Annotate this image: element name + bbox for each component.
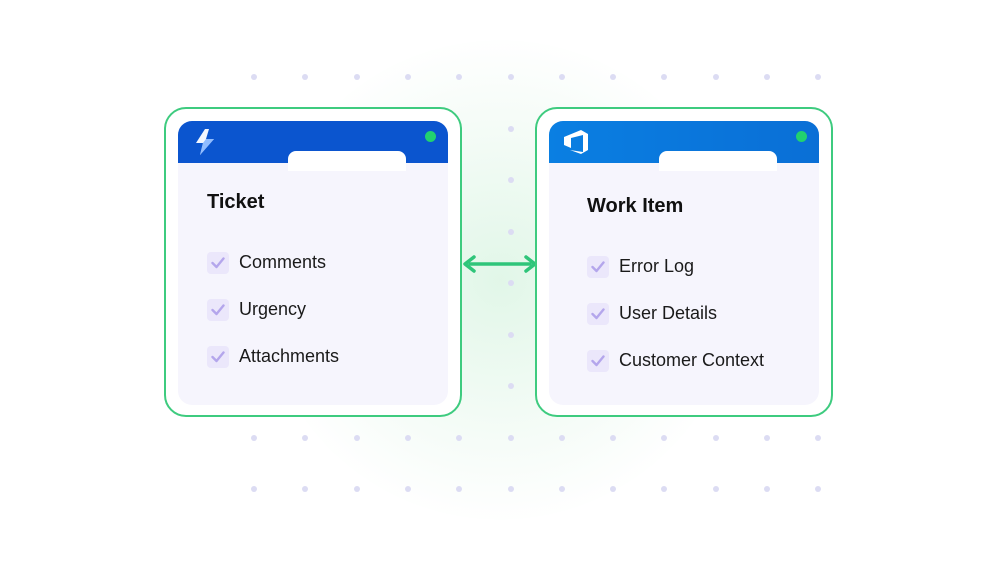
grid-dot	[713, 74, 719, 80]
list-item: Comments	[207, 239, 339, 286]
grid-dot	[354, 486, 360, 492]
list-item: Customer Context	[587, 337, 764, 384]
grid-dot	[302, 435, 308, 441]
grid-dot	[815, 486, 821, 492]
ticket-card: Ticket Comments Urgency Attachments	[164, 107, 462, 417]
checkbox-icon	[587, 302, 609, 325]
ticket-field-list: Comments Urgency Attachments	[207, 239, 339, 380]
grid-dot	[508, 435, 514, 441]
grid-dot	[661, 74, 667, 80]
status-dot	[425, 131, 436, 142]
grid-dot	[456, 74, 462, 80]
work-item-card: Work Item Error Log User Details Custome…	[535, 107, 833, 417]
list-item: Urgency	[207, 286, 339, 333]
grid-dot	[508, 74, 514, 80]
grid-dot	[764, 486, 770, 492]
grid-dot	[302, 486, 308, 492]
field-label-error-log: Error Log	[619, 256, 695, 276]
list-item: Attachments	[207, 333, 339, 380]
grid-dot	[405, 435, 411, 441]
grid-dot	[713, 486, 719, 492]
grid-dot	[661, 435, 667, 441]
grid-dot	[661, 486, 667, 492]
grid-dot	[815, 74, 821, 80]
header-tab	[659, 151, 777, 171]
grid-dot	[610, 486, 616, 492]
work-item-field-list: Error Log User Details Customer Context	[587, 243, 764, 384]
checkbox-icon	[587, 255, 609, 278]
field-label-attachments: Attachments	[239, 346, 340, 366]
grid-dot	[815, 435, 821, 441]
grid-dot	[559, 435, 565, 441]
ticket-card-body: Ticket Comments Urgency Attachments	[178, 121, 448, 405]
grid-dot	[559, 74, 565, 80]
list-item: User Details	[587, 290, 764, 337]
grid-dot	[508, 383, 514, 389]
header-tab	[288, 151, 406, 171]
grid-dot	[405, 486, 411, 492]
jira-icon	[196, 129, 214, 155]
grid-dot	[354, 435, 360, 441]
double-arrow-icon	[463, 255, 537, 273]
checkbox-icon	[207, 345, 229, 368]
checkbox-icon	[207, 298, 229, 321]
status-dot	[796, 131, 807, 142]
ticket-card-header	[178, 121, 448, 171]
field-label-customer-context: Customer Context	[619, 350, 765, 370]
grid-dot	[508, 126, 514, 132]
checkbox-icon	[207, 251, 229, 274]
grid-dot	[508, 280, 514, 286]
field-label-comments: Comments	[239, 252, 327, 272]
work-item-card-header	[549, 121, 819, 171]
grid-dot	[405, 74, 411, 80]
grid-dot	[610, 74, 616, 80]
work-item-card-body: Work Item Error Log User Details Custome…	[549, 121, 819, 405]
field-label-user-details: User Details	[619, 303, 718, 323]
grid-dot	[610, 435, 616, 441]
grid-dot	[559, 486, 565, 492]
grid-dot	[456, 435, 462, 441]
azure-devops-icon	[564, 130, 588, 154]
grid-dot	[713, 435, 719, 441]
grid-dot	[354, 74, 360, 80]
list-item: Error Log	[587, 243, 764, 290]
work-item-title: Work Item	[587, 195, 684, 217]
grid-dot	[764, 74, 770, 80]
ticket-title: Ticket	[207, 191, 265, 213]
grid-dot	[251, 74, 257, 80]
grid-dot	[456, 486, 462, 492]
grid-dot	[764, 435, 770, 441]
grid-dot	[508, 332, 514, 338]
grid-dot	[302, 74, 308, 80]
grid-dot	[251, 486, 257, 492]
grid-dot	[251, 435, 257, 441]
checkbox-icon	[587, 349, 609, 372]
grid-dot	[508, 486, 514, 492]
grid-dot	[508, 177, 514, 183]
grid-dot	[508, 229, 514, 235]
field-label-urgency: Urgency	[239, 299, 307, 319]
